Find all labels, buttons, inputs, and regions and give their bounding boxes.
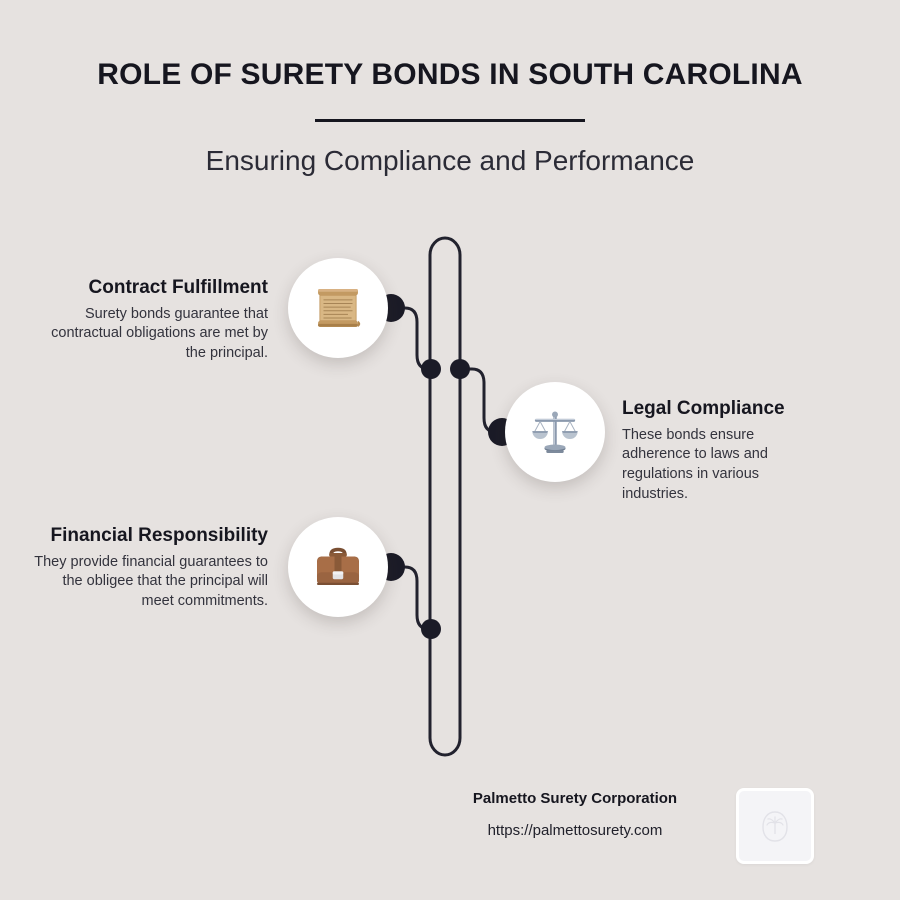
info-block-contract-fulfillment: Contract Fulfillment Surety bonds guaran…	[30, 277, 268, 364]
branch-contract-fulfillment	[389, 306, 432, 371]
scales-of-justice-icon	[532, 411, 578, 453]
branch-legal-compliance	[458, 367, 504, 434]
briefcase-icon	[317, 547, 359, 586]
info-block-legal-compliance: Legal Compliance These bonds ensure adhe…	[622, 398, 822, 504]
company-url[interactable]: https://palmettosurety.com	[487, 822, 663, 839]
block-body: These bonds ensure adherence to laws and…	[622, 426, 768, 502]
company-logo-box	[736, 788, 814, 864]
header: ROLE OF SURETY BONDS IN SOUTH CAROLINA E…	[0, 58, 900, 178]
info-block-financial-responsibility: Financial Responsibility They provide fi…	[30, 525, 268, 612]
page-title: ROLE OF SURETY BONDS IN SOUTH CAROLINA	[97, 58, 803, 91]
branch-financial-responsibility	[389, 565, 432, 631]
icon-circle-contract-fulfillment	[288, 258, 388, 358]
scroll-icon	[318, 288, 361, 328]
spine-top-cap	[428, 236, 462, 371]
company-name: Palmetto Surety Corporation	[472, 790, 678, 807]
spine-bottom-cap	[428, 367, 462, 757]
block-body: Surety bonds guarantee that contractual …	[51, 305, 268, 361]
icon-circle-financial-responsibility	[288, 517, 388, 617]
node-small-financial	[421, 619, 441, 639]
block-body: They provide financial guarantees to the…	[34, 553, 268, 609]
title-divider	[315, 119, 585, 122]
palmetto-tree-logo	[762, 811, 788, 842]
node-small-contract	[421, 359, 441, 379]
footer: Palmetto Surety Corporation https://palm…	[420, 790, 730, 840]
block-heading: Contract Fulfillment	[88, 277, 268, 298]
connector-nodes	[377, 294, 516, 639]
page-subtitle: Ensuring Compliance and Performance	[205, 145, 695, 176]
block-heading: Financial Responsibility	[50, 525, 269, 546]
node-small-legal	[450, 359, 470, 379]
block-heading: Legal Compliance	[622, 398, 785, 419]
icon-circle-legal-compliance	[505, 382, 605, 482]
